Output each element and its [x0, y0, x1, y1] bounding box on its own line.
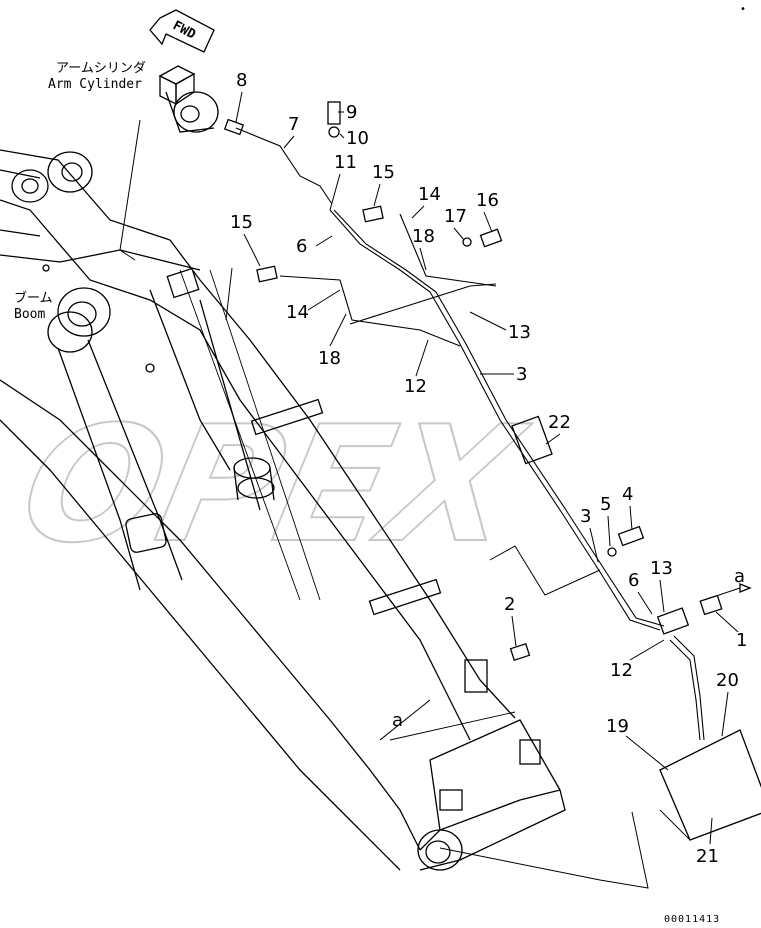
part-label-18-lower: 18 [318, 348, 341, 369]
part-label-15-lower: 15 [230, 212, 253, 233]
connection-mark-a-right: a [734, 566, 745, 587]
boom-jp-label: ブーム [14, 290, 53, 306]
part-label-18-upper: 18 [412, 226, 435, 247]
part-label-9: 9 [346, 102, 357, 123]
arm-cylinder-jp-label: アームシリンダ [56, 61, 146, 76]
fwd-label: FWD [170, 18, 198, 42]
part-label-22: 22 [548, 412, 571, 433]
part-label-16: 16 [476, 190, 499, 211]
arm-cylinder-en-label: Arm Cylinder [48, 77, 142, 92]
part-label-15-upper: 15 [372, 162, 395, 183]
connection-mark-a-left: a [392, 710, 403, 731]
corner-mark: • [740, 4, 747, 15]
part-label-10: 10 [346, 128, 369, 149]
boom-structure [0, 149, 566, 871]
part-label-6-lower: 6 [628, 570, 639, 591]
part-label-3-lower: 3 [580, 506, 591, 527]
part-label-3-upper: 3 [516, 364, 527, 385]
part-labels: 8 7 9 10 11 15 14 16 17 18 6 15 14 18 13… [230, 70, 747, 867]
part-label-4: 4 [622, 484, 633, 505]
part-label-11: 11 [334, 152, 357, 173]
part-label-14-lower: 14 [286, 302, 309, 323]
part-label-2: 2 [504, 594, 515, 615]
part-label-12-lower: 12 [610, 660, 633, 681]
part-label-6-upper: 6 [296, 236, 307, 257]
part-label-8: 8 [236, 70, 247, 91]
hose-assembly [119, 101, 761, 889]
part-label-5: 5 [600, 494, 611, 515]
part-label-13-lower: 13 [650, 558, 673, 579]
part-label-7: 7 [288, 114, 299, 135]
part-label-19: 19 [606, 716, 629, 737]
boom-en-label: Boom [14, 307, 45, 322]
part-label-14-upper: 14 [418, 184, 441, 205]
arm-cylinder-eye [158, 65, 219, 133]
part-label-17: 17 [444, 206, 467, 227]
fwd-arrow: FWD [149, 9, 215, 53]
part-label-20: 20 [716, 670, 739, 691]
part-label-13-upper: 13 [508, 322, 531, 343]
part-label-12-upper: 12 [404, 376, 427, 397]
part-label-21: 21 [696, 846, 719, 867]
part-label-1: 1 [736, 630, 747, 651]
drawing-number: 00011413 [664, 914, 720, 925]
